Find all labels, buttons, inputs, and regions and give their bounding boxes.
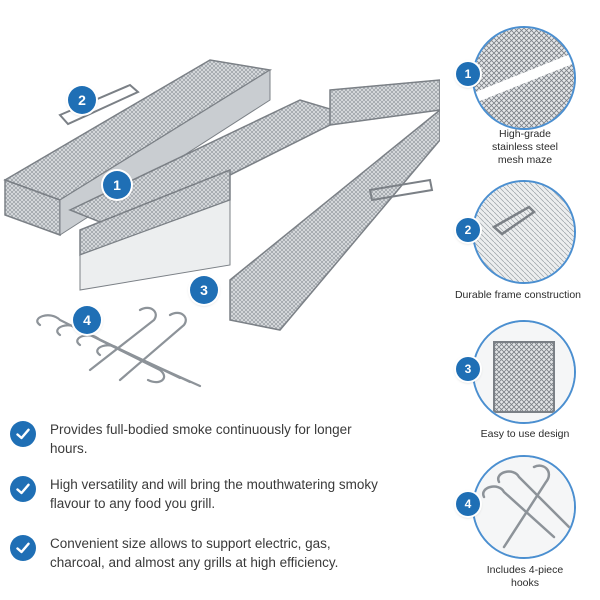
main-badge-3: 3 [190,276,218,304]
main-badge-1: 1 [103,171,131,199]
hooks-illustration [36,306,202,388]
feature-text-3: Convenient size allows to support electr… [50,536,339,570]
feature-text-1: Provides full-bodied smoke continuously … [50,422,352,456]
callout-caption-2: Durable frame construction [454,289,582,301]
smoker-box-illustration [3,59,440,331]
callout-caption-3: Easy to use design [480,428,570,440]
callout-badge-1: 1 [456,62,480,86]
callout-badge-3: 3 [456,357,480,381]
callout-circle-hooks [472,455,576,559]
check-icon [10,476,36,502]
feature-text-2: High versatility and will bring the mout… [50,477,378,511]
main-badge-4: 4 [73,306,101,334]
callout-badge-2: 2 [456,218,480,242]
callout-circle-design [472,320,576,424]
check-icon [10,421,36,447]
middle-mesh-channel [68,99,353,291]
right-mesh-channel [229,79,440,331]
feature-item-3: Convenient size allows to support electr… [10,534,410,572]
callout-circle-mesh [472,26,576,130]
check-icon [10,535,36,561]
callout-caption-1: High-grade stainless steel mesh maze [492,128,558,166]
feature-item-2: High versatility and will bring the mout… [10,475,410,513]
feature-item-1: Provides full-bodied smoke continuously … [10,420,410,458]
main-badge-2: 2 [68,86,96,114]
callout-circle-frame [472,180,576,284]
callout-caption-4: Includes 4-piece hooks [486,564,564,589]
callout-badge-4: 4 [456,492,480,516]
